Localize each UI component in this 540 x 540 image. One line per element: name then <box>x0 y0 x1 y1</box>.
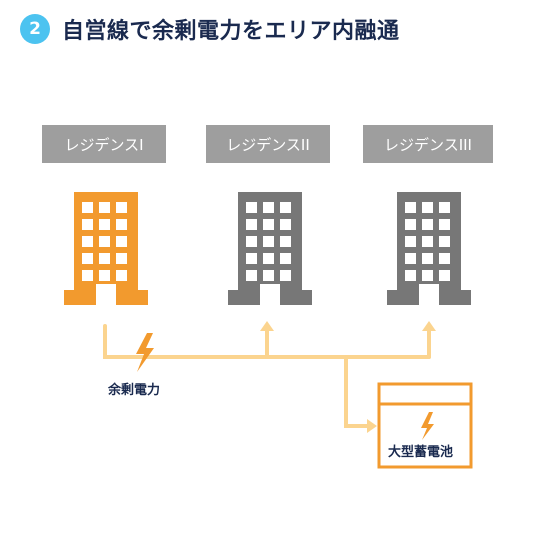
building-window <box>246 270 257 281</box>
residence-2-building-icon <box>228 192 312 305</box>
building-window <box>246 219 257 230</box>
building-window <box>405 253 416 264</box>
building-window <box>439 202 450 213</box>
building-window <box>99 219 110 230</box>
residence-1-building-icon <box>64 192 148 305</box>
building-window <box>99 253 110 264</box>
building-window <box>422 219 433 230</box>
arrow-up-residence-3 <box>422 321 436 331</box>
residence-3-building-icon <box>387 192 471 305</box>
lightning-icon <box>421 412 434 440</box>
building-window <box>263 219 274 230</box>
flow-arrowheads <box>260 321 436 433</box>
building-window <box>263 236 274 247</box>
building-window <box>422 202 433 213</box>
building-window <box>82 236 93 247</box>
building-label-residence-2: レジデンスII <box>206 125 330 163</box>
building-window <box>99 202 110 213</box>
building-window <box>439 236 450 247</box>
building-window <box>116 270 127 281</box>
page-title: 自営線で余剰電力をエリア内融通 <box>62 19 400 44</box>
large-battery-icon <box>377 382 473 469</box>
building-window <box>422 236 433 247</box>
building-window <box>246 253 257 264</box>
building-window <box>280 253 291 264</box>
power-line-network <box>103 324 431 428</box>
building-window <box>116 202 127 213</box>
surplus-power-label: 余剰電力 <box>108 383 161 398</box>
building-window <box>422 253 433 264</box>
building-window <box>116 253 127 264</box>
building-window <box>82 219 93 230</box>
building-window <box>82 202 93 213</box>
building-window <box>246 202 257 213</box>
building-window <box>99 236 110 247</box>
lightning-icon <box>136 333 154 372</box>
building-window <box>280 236 291 247</box>
building-window <box>263 270 274 281</box>
building-window <box>280 219 291 230</box>
building-window <box>439 253 450 264</box>
arrow-up-residence-2 <box>260 321 274 331</box>
building-window <box>405 270 416 281</box>
building-window <box>82 270 93 281</box>
heading: 2 自営線で余剰電力をエリア内融通 <box>20 12 400 46</box>
building-window <box>439 219 450 230</box>
main-power-line <box>103 324 431 359</box>
building-window <box>280 202 291 213</box>
battery-label: 大型蓄電池 <box>388 445 454 460</box>
building-window <box>439 270 450 281</box>
power-line-to-battery <box>344 355 370 428</box>
building-window <box>280 270 291 281</box>
step-number-badge: 2 <box>20 14 50 44</box>
building-window <box>246 236 257 247</box>
building-window <box>405 202 416 213</box>
arrow-right-battery <box>367 419 377 433</box>
building-window <box>116 236 127 247</box>
building-window <box>82 253 93 264</box>
building-window <box>99 270 110 281</box>
building-window <box>116 219 127 230</box>
building-window <box>422 270 433 281</box>
building-window <box>263 202 274 213</box>
building-window <box>405 219 416 230</box>
building-label-residence-1: レジデンスI <box>42 125 166 163</box>
building-window <box>405 236 416 247</box>
building-window <box>263 253 274 264</box>
building-label-residence-3: レジデンスIII <box>363 125 493 163</box>
